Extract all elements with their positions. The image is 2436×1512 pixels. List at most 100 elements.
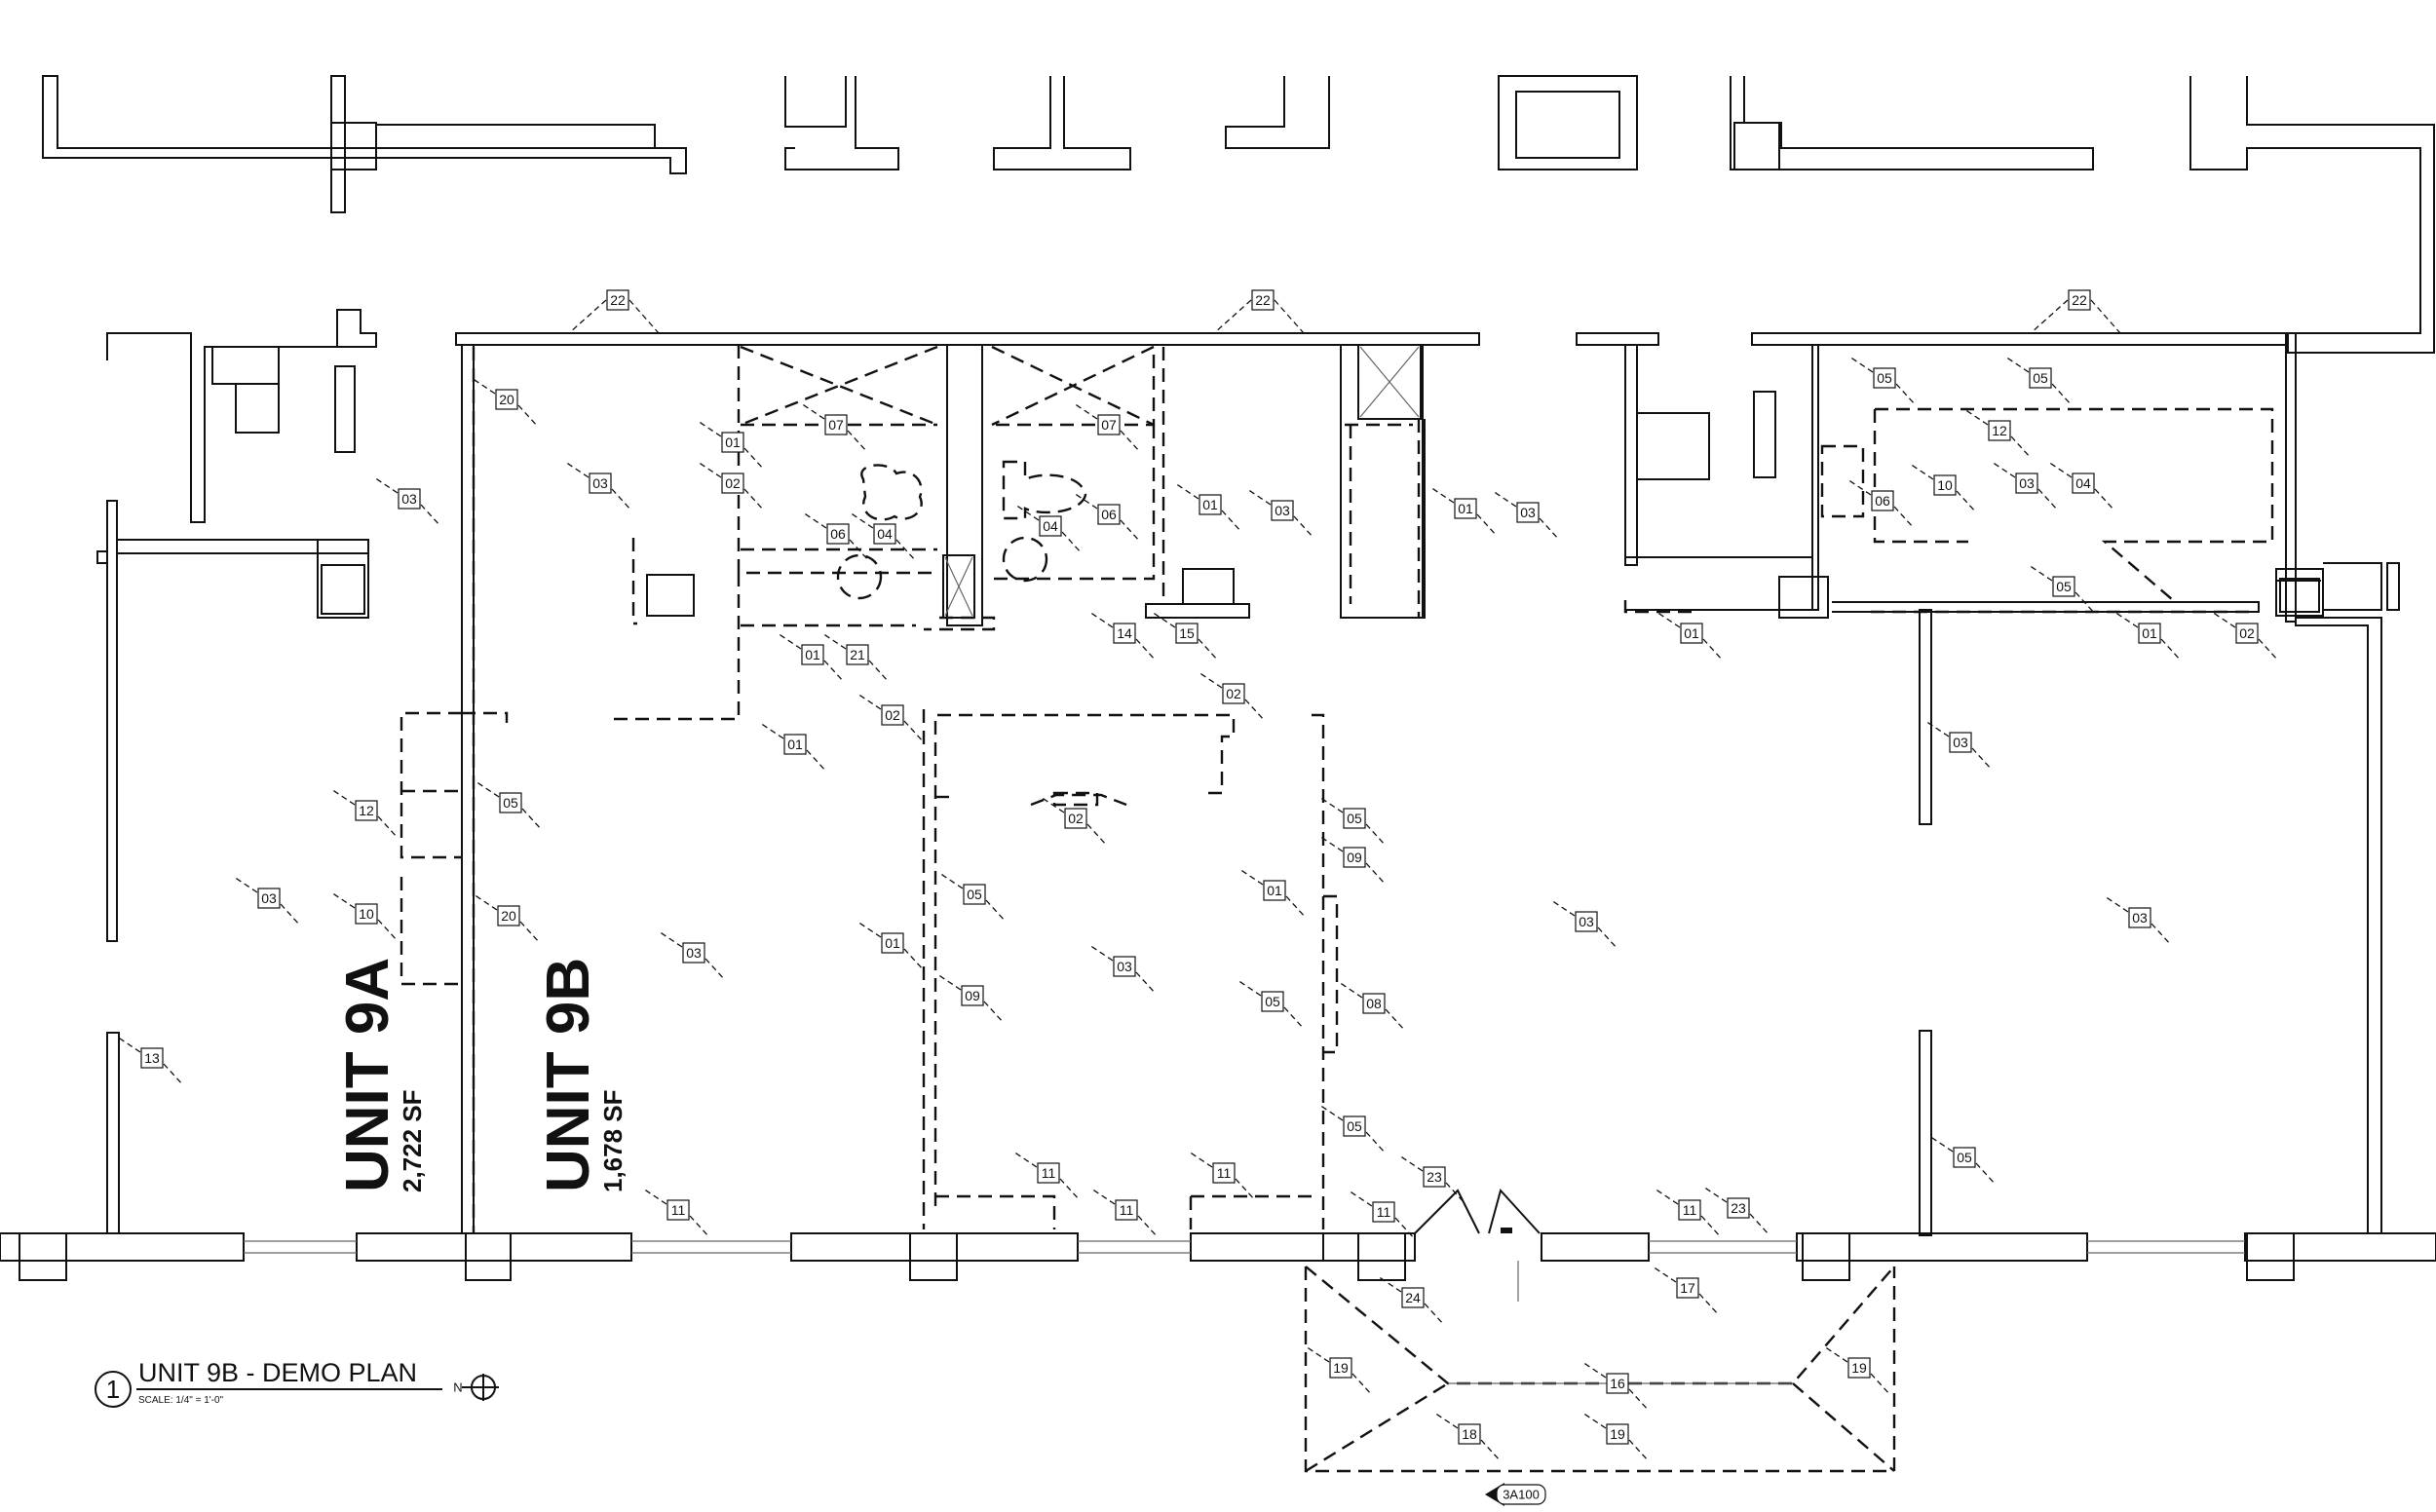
keynote-leader <box>800 402 868 453</box>
keynote-tag: 05 <box>2028 564 2096 615</box>
keynote-label: 01 <box>885 935 900 951</box>
keynote-label: 22 <box>1255 292 1271 308</box>
keynote-box <box>1516 502 1540 523</box>
keynote-box <box>1039 515 1062 537</box>
keynote-box <box>1343 808 1366 829</box>
keynote-box <box>1401 1287 1425 1308</box>
keynote-label: 07 <box>1101 417 1117 433</box>
keynote-tag: 01 <box>1656 611 1724 662</box>
keynote-tag: 05 <box>1318 1104 1387 1154</box>
keynote-label: 01 <box>805 647 820 662</box>
keynote-box <box>1678 1199 1701 1221</box>
keynote-label: 17 <box>1680 1280 1695 1296</box>
keynote-leader <box>1654 1188 1722 1238</box>
keynote-leader <box>1174 482 1242 533</box>
keynote-tag: 05 <box>1318 796 1387 847</box>
keynote-box <box>2068 289 2091 311</box>
keynote-box <box>495 389 518 410</box>
keynote-label: 09 <box>1347 850 1362 865</box>
keynote-tag: 02 <box>697 461 765 511</box>
keynote-leader <box>1377 1275 1445 1326</box>
keynote-label: 01 <box>1684 625 1699 641</box>
north-label: N <box>453 1380 462 1395</box>
keynote-label: 02 <box>885 707 900 723</box>
keynote-leader <box>475 780 543 831</box>
keynote-box <box>881 704 904 726</box>
keynote-box <box>873 523 896 545</box>
keynote-leader <box>233 876 301 926</box>
keynote-box <box>1873 367 1896 389</box>
section-marker-label: 3A100 <box>1503 1488 1540 1502</box>
keynote-label: 02 <box>1226 686 1241 701</box>
keynote-tag: 06 <box>1846 478 1915 529</box>
keynote-label: 21 <box>850 647 865 662</box>
keynote-label: 12 <box>1992 423 2007 438</box>
unit-9a-area: 2,722 SF <box>398 1089 427 1192</box>
keynote-leader <box>1963 408 2032 459</box>
keynote-leader <box>642 1188 710 1238</box>
keynote-tag: 01 <box>1238 868 1307 919</box>
keynote-tag: 07 <box>1073 402 1141 453</box>
keynote-box <box>1261 991 1284 1012</box>
keynote-leader <box>330 891 399 942</box>
keynote-box <box>801 644 824 665</box>
keynote-leader <box>116 1036 184 1086</box>
keynote-label: 06 <box>1875 493 1890 509</box>
keynote-tag: 03 <box>658 930 726 981</box>
keynote-box <box>2052 576 2075 597</box>
keynote-box <box>1454 498 1477 519</box>
keynote-leader <box>2004 356 2073 406</box>
keynote-label: 23 <box>1731 1200 1746 1216</box>
keynote-leader <box>777 632 845 683</box>
keynote-leader <box>658 930 726 981</box>
keynote-label: 01 <box>1458 501 1473 516</box>
keynote-tag: 12 <box>1963 408 2032 459</box>
keynote-leader <box>1909 463 1977 513</box>
keynote-leader <box>1928 1135 1997 1186</box>
keynote-tag: 05 <box>1237 979 1305 1030</box>
unit-9b-label: UNIT 9B 1,678 SF <box>535 958 628 1192</box>
keynote-box <box>1676 1277 1699 1299</box>
keynote-box <box>1343 1115 1366 1137</box>
keynote-tag: 22 <box>568 289 660 334</box>
keynote-box <box>1871 490 1894 511</box>
keynote-box <box>666 1199 690 1221</box>
keynote-tag: 11 <box>1012 1151 1081 1201</box>
unit-9b-area: 1,678 SF <box>598 1089 628 1192</box>
keynote-leader <box>568 299 660 334</box>
keynote-label: 11 <box>1042 1165 1056 1181</box>
keynote-leader <box>2104 895 2172 946</box>
keynote-tag: 11 <box>1348 1190 1416 1240</box>
keynote-label: 10 <box>1937 477 1953 493</box>
keynote-tag: 04 <box>849 511 917 562</box>
drawing-number: 1 <box>106 1375 120 1404</box>
keynote-leader <box>1073 492 1141 543</box>
keynote-label: 03 <box>2132 910 2148 926</box>
keynote-tag: 03 <box>1492 490 1560 541</box>
keynote-tag: 19 <box>1581 1412 1650 1462</box>
keynote-tag: 11 <box>1654 1188 1722 1238</box>
keynote-box <box>682 942 705 964</box>
keynote-label: 05 <box>1347 811 1362 826</box>
keynote-label: 06 <box>830 526 846 542</box>
keynote-tag: 05 <box>2004 356 2073 406</box>
keynote-leader <box>938 872 1007 923</box>
keynote-box <box>1606 1373 1629 1394</box>
keynote-label: 15 <box>1179 625 1195 641</box>
keynote-leader <box>1846 478 1915 529</box>
keynote-leader <box>1040 796 1108 847</box>
south-wall <box>0 1188 2436 1302</box>
keynote-leader <box>373 476 441 527</box>
keynote-box <box>140 1047 164 1069</box>
keynote-leader <box>1318 796 1387 847</box>
unit-9b-name: UNIT 9B <box>535 958 602 1192</box>
keynote-tag: 03 <box>1550 899 1618 950</box>
keynote-box <box>1847 1357 1871 1379</box>
keynote-label: 01 <box>725 435 741 450</box>
keynote-box <box>2015 472 2038 494</box>
keynote-leader <box>2211 611 2279 662</box>
keynote-leader <box>1581 1412 1650 1462</box>
keynote-box <box>2235 623 2259 644</box>
keynote-box <box>961 985 984 1006</box>
